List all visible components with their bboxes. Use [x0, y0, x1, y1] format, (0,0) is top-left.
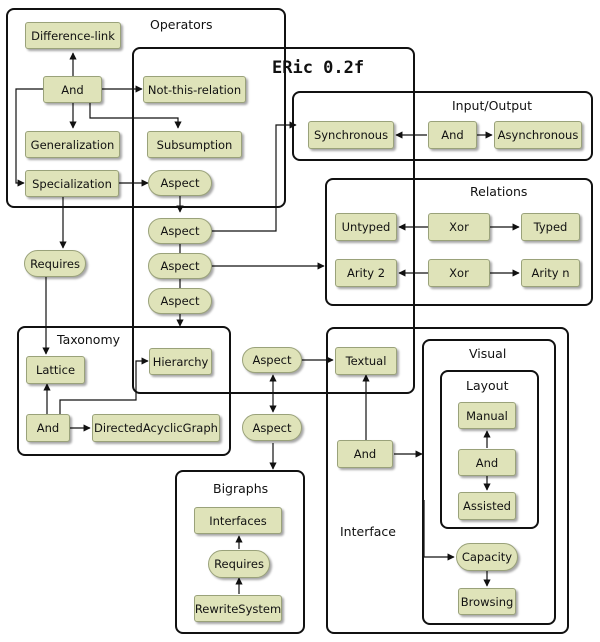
- node-capacity[interactable]: Capacity: [456, 543, 518, 571]
- node-hierarchy[interactable]: Hierarchy: [149, 348, 212, 375]
- node-lattice[interactable]: Lattice: [26, 356, 85, 384]
- group-label-operators: Operators: [150, 17, 213, 32]
- node-textual[interactable]: Textual: [335, 347, 397, 375]
- node-arity-n[interactable]: Arity n: [521, 259, 580, 287]
- node-requires[interactable]: Requires: [24, 250, 86, 277]
- group-layout: [440, 370, 539, 529]
- group-label-bigraphs: Bigraphs: [213, 481, 269, 496]
- node-generalization[interactable]: Generalization: [25, 131, 120, 158]
- node-difference-link[interactable]: Difference-link: [25, 22, 121, 49]
- node-aspect-input-output[interactable]: Aspect: [148, 218, 212, 244]
- node-arity-2[interactable]: Arity 2: [335, 259, 397, 287]
- node-aspect-relations[interactable]: Aspect: [148, 253, 212, 279]
- node-xor-arity[interactable]: Xor: [428, 259, 490, 287]
- node-and-taxonomy[interactable]: And: [26, 414, 70, 442]
- group-bigraphs: [175, 470, 305, 634]
- group-visual: [422, 339, 556, 625]
- group-interface: [326, 327, 569, 634]
- group-input-output: [292, 91, 593, 161]
- node-assisted[interactable]: Assisted: [458, 492, 516, 520]
- node-requires-bigraphs[interactable]: Requires: [208, 550, 270, 578]
- node-typed[interactable]: Typed: [521, 213, 580, 241]
- node-and-interface[interactable]: And: [337, 440, 393, 468]
- node-not-this-relation[interactable]: Not-this-relation: [143, 76, 246, 103]
- group-label-input-output: Input/Output: [452, 98, 532, 113]
- node-untyped[interactable]: Untyped: [335, 213, 397, 241]
- group-label-taxonomy: Taxonomy: [57, 332, 121, 347]
- group-label-interface: Interface: [340, 524, 396, 539]
- group-label-visual: Visual: [469, 346, 507, 361]
- node-directed-acyclic-graph[interactable]: DirectedAcyclicGraph: [92, 414, 220, 442]
- node-rewrite-system[interactable]: RewriteSystem: [194, 595, 282, 622]
- node-and-operators[interactable]: And: [43, 76, 102, 103]
- node-aspect-bigraphs[interactable]: Aspect: [242, 414, 302, 441]
- node-browsing[interactable]: Browsing: [458, 588, 516, 615]
- node-aspect-textual[interactable]: Aspect: [242, 347, 302, 373]
- edge-aspect-to-input-output: [212, 121, 297, 232]
- group-label-relations: Relations: [470, 184, 528, 199]
- node-subsumption[interactable]: Subsumption: [147, 131, 242, 158]
- edge-and-to-subsumption: [89, 102, 182, 129]
- node-interfaces[interactable]: Interfaces: [194, 507, 282, 534]
- node-aspect-taxonomy[interactable]: Aspect: [148, 288, 212, 314]
- node-aspect-operators[interactable]: Aspect: [148, 170, 212, 196]
- diagram-title: ERic 0.2f: [272, 58, 365, 78]
- group-eric-main: [132, 47, 415, 394]
- group-relations: [325, 178, 593, 306]
- edge-interface-to-capacity: [423, 500, 455, 561]
- node-and-input-output[interactable]: And: [428, 121, 477, 149]
- edge-and-to-specialization: [15, 88, 43, 187]
- node-xor-typed[interactable]: Xor: [428, 213, 490, 241]
- node-and-layout[interactable]: And: [458, 449, 516, 476]
- node-specialization[interactable]: Specialization: [25, 170, 119, 197]
- group-label-layout: Layout: [466, 378, 509, 393]
- node-manual[interactable]: Manual: [458, 402, 516, 429]
- group-taxonomy: [17, 326, 231, 456]
- node-asynchronous[interactable]: Asynchronous: [494, 121, 582, 149]
- group-operators: [6, 8, 286, 208]
- node-synchronous[interactable]: Synchronous: [308, 121, 394, 149]
- edge-and-to-hierarchy: [59, 357, 149, 414]
